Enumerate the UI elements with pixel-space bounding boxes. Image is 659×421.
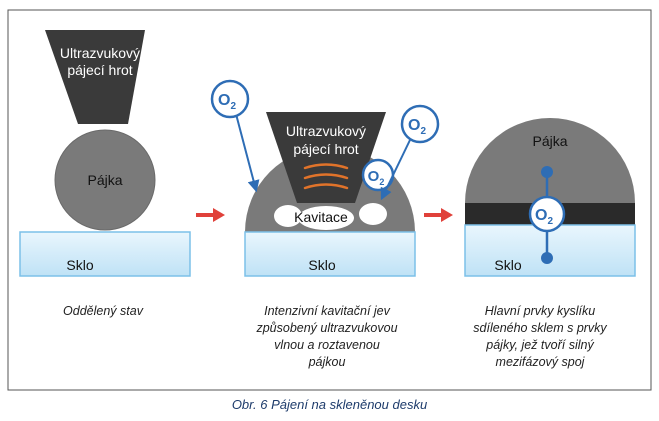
panel-separated: Ultrazvukový pájecí hrot Pájka Sklo: [19, 30, 191, 277]
ultrasonic-waves: [303, 163, 349, 190]
cavitation-bubble-left: [274, 205, 302, 227]
oxygen-molecule-1: [210, 79, 250, 119]
glass-label: Sklo: [308, 257, 335, 273]
solder-label: Pájka: [87, 172, 122, 188]
cavitation-bubble-right: [359, 203, 387, 225]
solder-label: Pájka: [532, 133, 567, 149]
caption-bonding: Hlavní prvky kyslíku sdíleného sklem s p…: [473, 304, 607, 369]
caption-separated-state: Oddělený stav: [63, 304, 143, 318]
transition-arrow-2: [424, 208, 453, 222]
oxygen-label-3: O2: [408, 117, 426, 137]
glass-plate: [244, 231, 416, 277]
oxygen-label-2: O2: [368, 168, 385, 187]
glass-label: Sklo: [66, 257, 93, 273]
tip-label-2: pájecí hrot: [293, 141, 358, 157]
tip-label-1: Ultrazvukový: [60, 45, 140, 61]
oxygen-label: O2: [535, 207, 553, 227]
oxygen-subscript: 2: [547, 216, 553, 227]
panel-bonded: Pájka Sklo O2: [464, 118, 636, 277]
cavitation-label: Kavitace: [294, 209, 348, 225]
oxygen-arrow-1: [235, 113, 260, 193]
caption-cavitation: Intenzivní kavitační jev způsobený ultra…: [256, 304, 398, 369]
glass-plate: [19, 231, 191, 277]
transition-arrow-1: [196, 208, 225, 222]
solder-ball: [54, 129, 156, 231]
oxygen-subscript-1: 2: [230, 101, 236, 112]
glass-atom: [541, 252, 553, 264]
oxygen-label-1: O2: [218, 92, 236, 112]
tip-label-2: pájecí hrot: [67, 62, 132, 78]
solder-dome: [465, 118, 635, 203]
panel-cavitation: Ultrazvukový pájecí hrot Kavitace Sklo O…: [210, 79, 440, 277]
solder-atom: [541, 166, 553, 178]
ultrasonic-tip: [266, 112, 386, 203]
oxygen-subscript-3: 2: [420, 126, 426, 137]
glass-plate: [464, 224, 636, 277]
oxygen-subscript-2: 2: [379, 177, 384, 187]
oxygen-molecule-3: [400, 104, 440, 144]
cavitation-bubble-center: [298, 206, 354, 230]
oxygen-arrow-3: [380, 139, 411, 201]
figure-caption: Obr. 6 Pájení na skleněnou desku: [231, 397, 428, 412]
oxygen-molecule: [528, 195, 566, 233]
glass-label: Sklo: [494, 257, 521, 273]
tip-label-1: Ultrazvukový: [286, 123, 366, 139]
ultrasonic-tip: [45, 30, 145, 124]
